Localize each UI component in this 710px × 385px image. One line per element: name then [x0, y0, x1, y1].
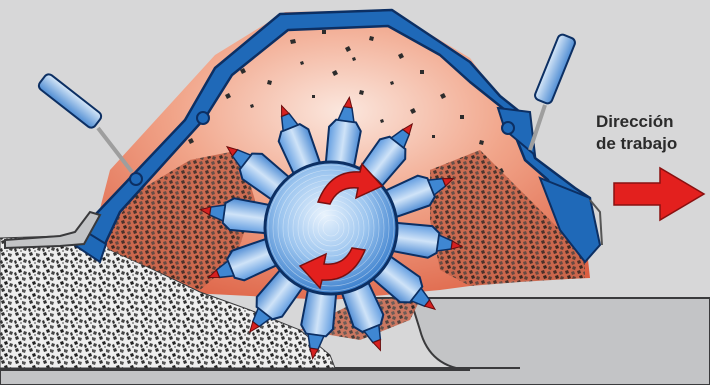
direction-arrow-icon: [613, 166, 706, 222]
cutting-tooth: [300, 284, 338, 361]
direction-label-line2: de trabajo: [596, 134, 678, 153]
cutting-tooth: [198, 197, 275, 235]
cutting-tooth: [387, 221, 464, 259]
drum-texture-ring: [317, 214, 345, 242]
milling-rotor: [198, 95, 464, 361]
drum-texture-ring: [277, 174, 385, 282]
direction-label-line1: Dirección: [596, 112, 674, 131]
rotation-arrows-icon: [298, 162, 384, 290]
drum-texture-ring: [312, 209, 350, 247]
drum-texture-ring: [267, 164, 395, 292]
drum-texture-ring: [272, 169, 390, 287]
drum-texture-ring: [307, 204, 355, 252]
left-hydraulic-cylinder-icon: [37, 73, 134, 174]
drum-texture-ring: [322, 219, 340, 237]
drum-housing: [4, 8, 603, 264]
right-hydraulic-cylinder-icon: [528, 33, 576, 151]
